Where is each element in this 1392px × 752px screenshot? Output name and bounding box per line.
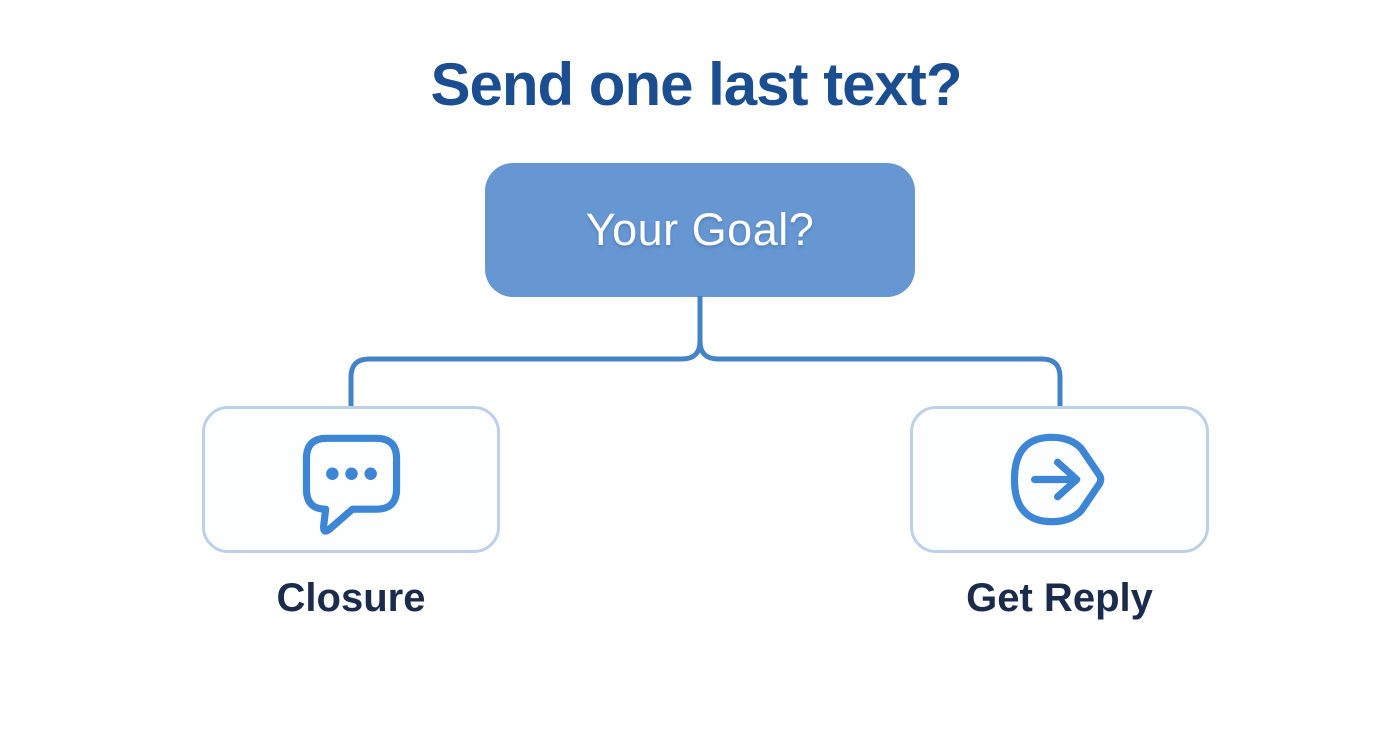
root-node-your-goal: Your Goal? (485, 163, 915, 297)
arrow-head (1053, 458, 1081, 501)
ellipsis-dot (363, 467, 377, 480)
branch-node-get-reply (910, 406, 1209, 553)
branch-label-get-reply: Get Reply (966, 576, 1153, 620)
branch-node-closure (202, 406, 500, 553)
ellipsis-dot (325, 467, 339, 480)
connector-right-branch (697, 296, 1063, 407)
ellipsis-dot (344, 467, 358, 480)
branch-label-closure: Closure (276, 576, 426, 620)
send-reply-icon (1010, 433, 1105, 526)
page-title: Send one last text? (430, 51, 962, 118)
root-node-label: Your Goal? (585, 204, 815, 255)
chat-ellipsis-icon (302, 434, 400, 535)
connector-left-branch (348, 296, 703, 407)
